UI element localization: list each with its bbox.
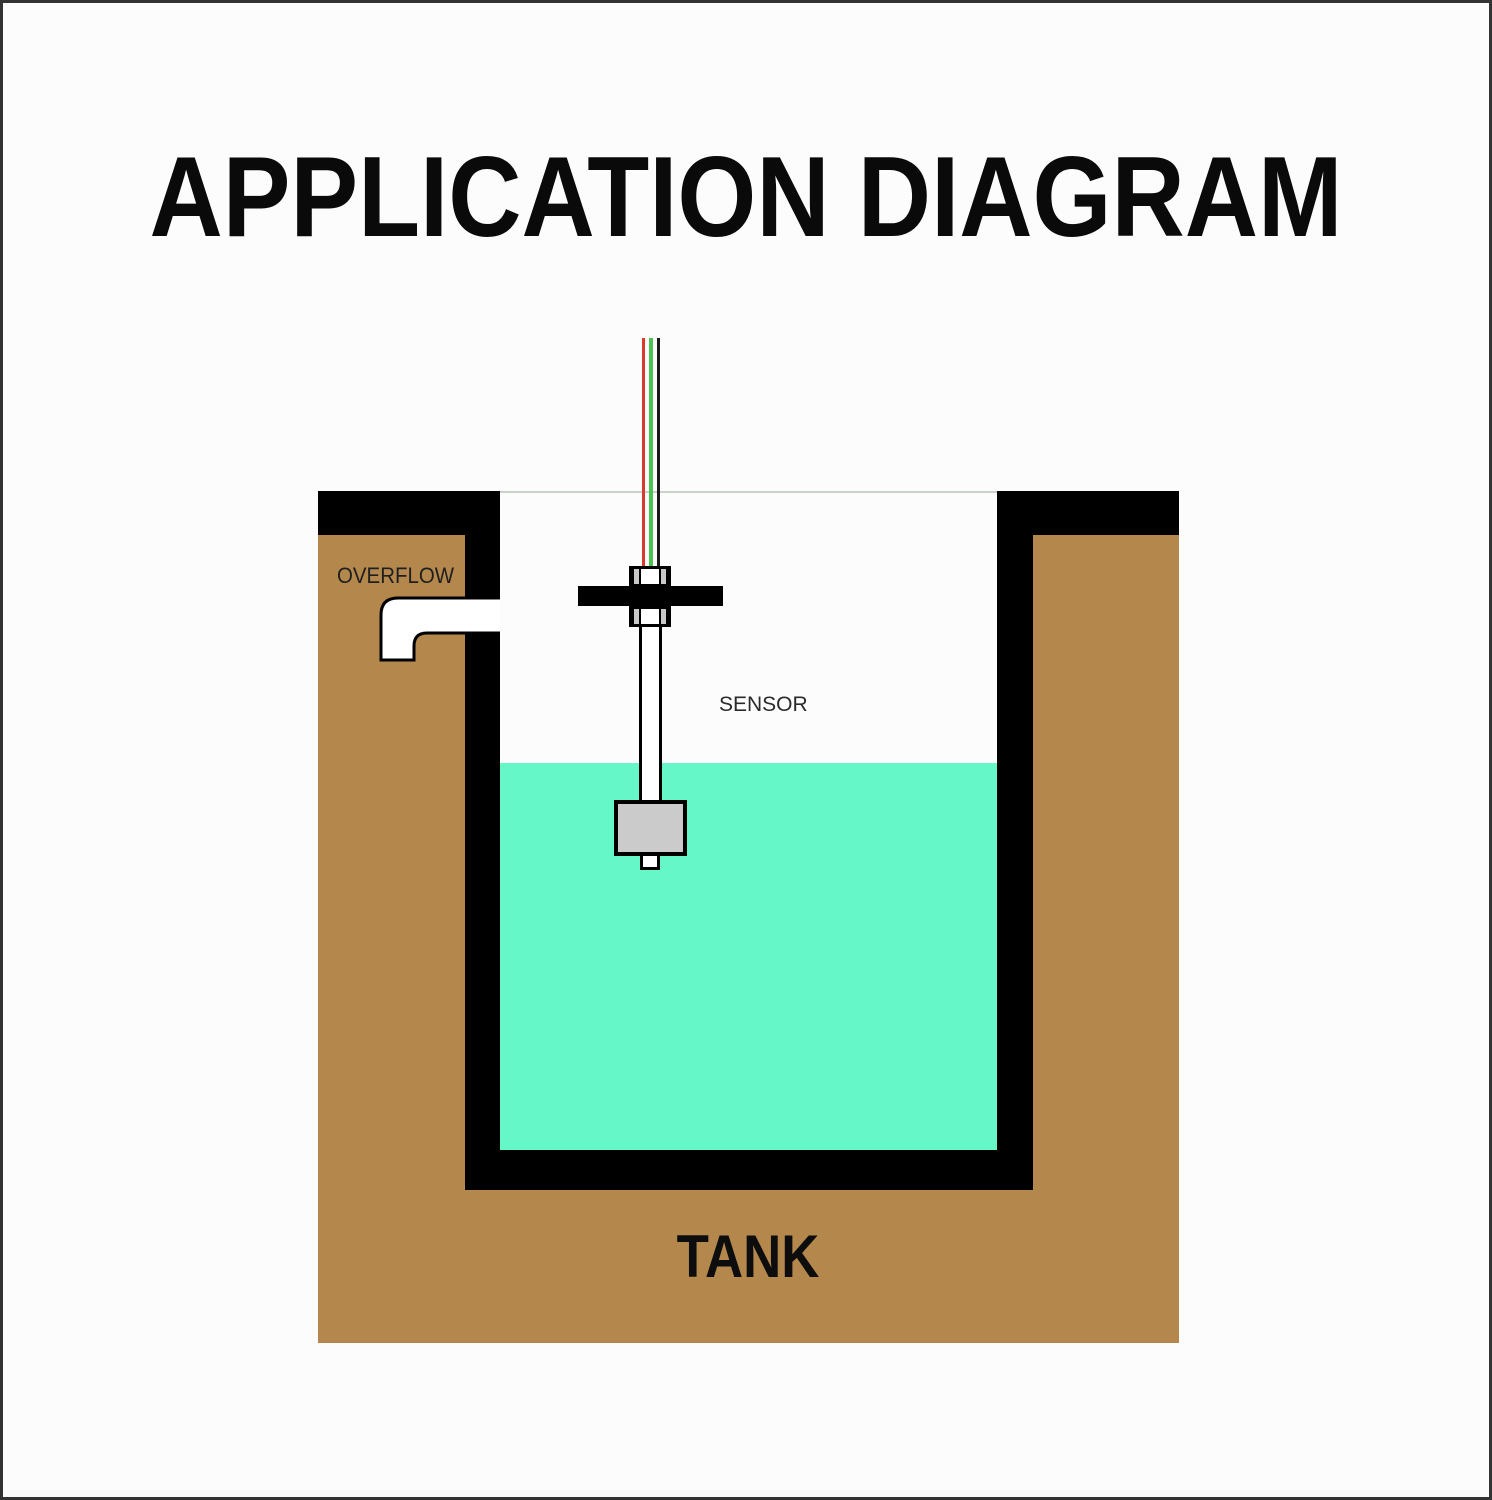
tank-rim-line (500, 491, 997, 493)
overflow-pipe-icon (379, 596, 500, 662)
sensor-upper-nut-icon (629, 566, 671, 587)
page-title: APPLICATION DIAGRAM (149, 134, 1343, 261)
sensor-wire-green-icon (649, 338, 653, 570)
nut-facet-icon (659, 609, 668, 624)
nut-facet-icon (632, 569, 641, 584)
sensor-stem-tip (640, 856, 660, 870)
sensor-label: SENSOR (719, 693, 808, 716)
nut-facet-icon (659, 569, 668, 584)
sensor-lower-nut-icon (629, 606, 671, 627)
sensor-stem (639, 625, 662, 803)
water (500, 763, 997, 1150)
sensor-wire-black-icon (657, 338, 660, 570)
overflow-label: OVERFLOW (337, 563, 455, 588)
sensor-wire-red-icon (642, 338, 645, 570)
sensor-float (614, 800, 687, 856)
tank-label: TANK (676, 1223, 820, 1290)
sensor-mounting-flange (578, 586, 723, 606)
nut-facet-icon (632, 609, 641, 624)
